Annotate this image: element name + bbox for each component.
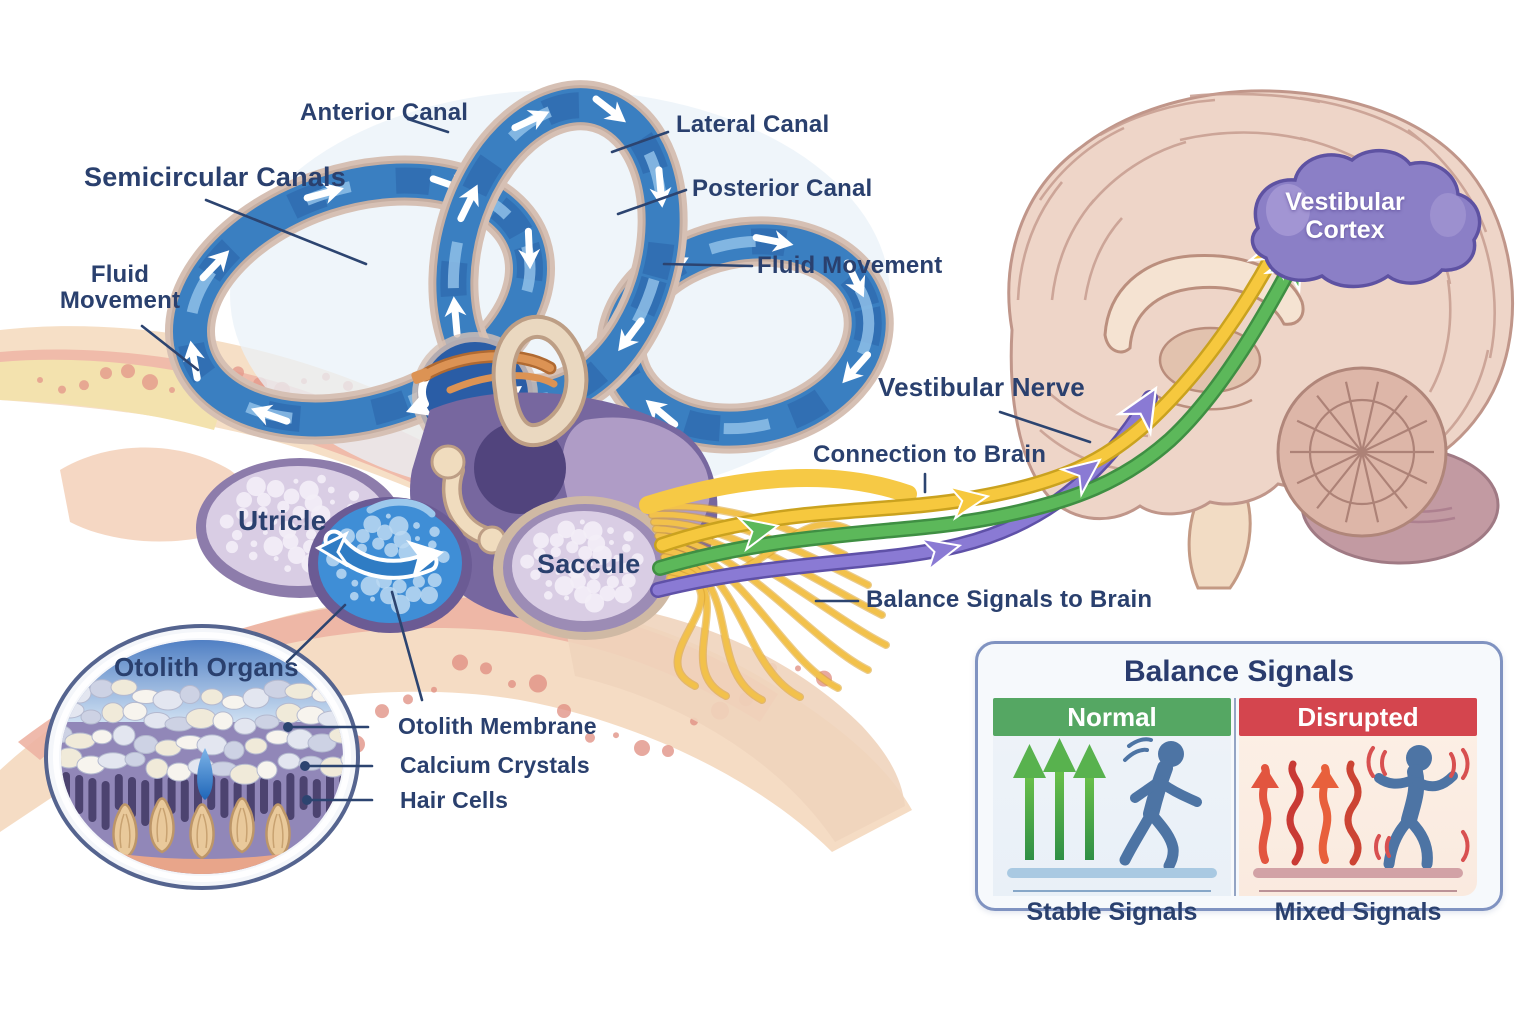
fluid-arrow-icon <box>592 95 626 123</box>
motion-arc-icon <box>1366 746 1470 862</box>
saccule-organ <box>493 496 677 640</box>
fluid-arrow-icon <box>250 404 291 426</box>
fluid-arrow-icon <box>752 230 794 252</box>
green-pathway <box>654 249 1303 574</box>
label-saccule: Saccule <box>537 549 641 579</box>
pathway-arrowhead-icon <box>1058 458 1102 498</box>
pathway-arrowhead-icon <box>1115 385 1158 437</box>
fluid-arrow-icon <box>842 351 872 384</box>
pathway-arrowhead-icon <box>736 516 781 553</box>
cortex-label-line1: Vestibular <box>1285 188 1405 216</box>
label-semicircular-canals: Semicircular Canals <box>84 162 346 192</box>
pathway-arrowhead-icon <box>917 537 963 573</box>
fluid-arrow-icon <box>314 530 350 568</box>
label-anterior-canal: Anterior Canal <box>300 99 469 126</box>
fluid-arrow-icon <box>183 340 205 382</box>
fluid-arrow-icon <box>199 250 230 282</box>
fluid-arrow-icon <box>645 399 679 428</box>
stable-signals-icon <box>1013 737 1202 872</box>
normal-column: Normal <box>993 698 1231 926</box>
hair-cell-body <box>265 803 291 860</box>
fluid-arrow-icon <box>518 227 541 270</box>
label-otolith-organs: Otolith Organs <box>114 652 299 682</box>
label-lateral-canal: Lateral Canal <box>676 111 830 138</box>
label-otolith-membrane: Otolith Membrane <box>398 713 597 739</box>
cortex-label-line2: Cortex <box>1305 216 1385 244</box>
balance-signals-panel: Balance Signals Normal <box>975 641 1503 926</box>
fluid-arrow-icon <box>457 184 479 223</box>
endolymph-drop-icon <box>197 748 213 800</box>
fluid-arrow-icon <box>444 296 467 338</box>
yellow-pathway <box>656 236 1286 551</box>
leader-lines <box>140 117 1092 805</box>
normal-caption: Stable Signals <box>1026 898 1198 926</box>
balance-signal-pathways <box>650 229 1305 598</box>
normal-header: Normal <box>993 698 1231 736</box>
normal-ground <box>1007 868 1217 878</box>
label-vestibular-nerve: Vestibular Nerve <box>878 372 1085 402</box>
label-vestibular-cortex: Vestibular Cortex <box>1265 188 1425 244</box>
disrupted-column: Disrupted <box>1239 698 1477 926</box>
disrupted-caption: Mixed Signals <box>1274 898 1442 926</box>
hair-cell-body <box>112 803 138 860</box>
disrupted-header: Disrupted <box>1239 698 1477 736</box>
fluid-arrow-icon <box>303 182 344 204</box>
hair-cell-body <box>149 797 175 854</box>
disrupted-ground-line <box>1259 890 1457 892</box>
label-hair-cells: Hair Cells <box>400 787 509 813</box>
label-posterior-canal: Posterior Canal <box>692 175 873 202</box>
normal-ground-line <box>1013 890 1211 892</box>
wobbly-person-icon <box>1374 745 1458 870</box>
panel-divider <box>1234 698 1236 896</box>
fluid-arrow-icon <box>843 259 866 298</box>
label-fluid-movement-right: Fluid Movement <box>757 252 943 279</box>
hair-cell-body <box>229 797 255 854</box>
fluid-arrow-icon <box>511 110 550 132</box>
otolith-inset <box>44 624 360 890</box>
mixed-signals-icon <box>1251 745 1470 870</box>
wavy-arrow-icon <box>1251 760 1362 866</box>
fluid-arrow-icon <box>406 540 444 578</box>
disrupted-ground <box>1253 868 1463 878</box>
vestibular-cortex <box>1250 148 1482 289</box>
balanced-person-icon <box>1119 737 1202 872</box>
label-utricle: Utricle <box>238 505 327 536</box>
hair-cell-body <box>189 803 215 860</box>
nerve-bundle <box>639 469 917 514</box>
label-fluid-movement-left: Fluid Movement <box>59 261 181 314</box>
panel-title: Balance Signals <box>1123 655 1355 688</box>
pathway-arrowhead-icon <box>946 484 991 521</box>
fluid-arrow-icon <box>618 317 645 352</box>
normal-icon-zone <box>993 736 1231 872</box>
label-calcium-crystals: Calcium Crystals <box>400 752 590 778</box>
fluid-arrow-icon <box>649 166 672 208</box>
label-connection-to-brain: Connection to Brain <box>813 441 1047 468</box>
label-balance-signals-to-brain: Balance Signals to Brain <box>866 586 1153 613</box>
up-arrow-icon <box>1013 738 1106 860</box>
endolymph-blob <box>308 497 472 633</box>
disrupted-icon-zone <box>1239 736 1477 870</box>
